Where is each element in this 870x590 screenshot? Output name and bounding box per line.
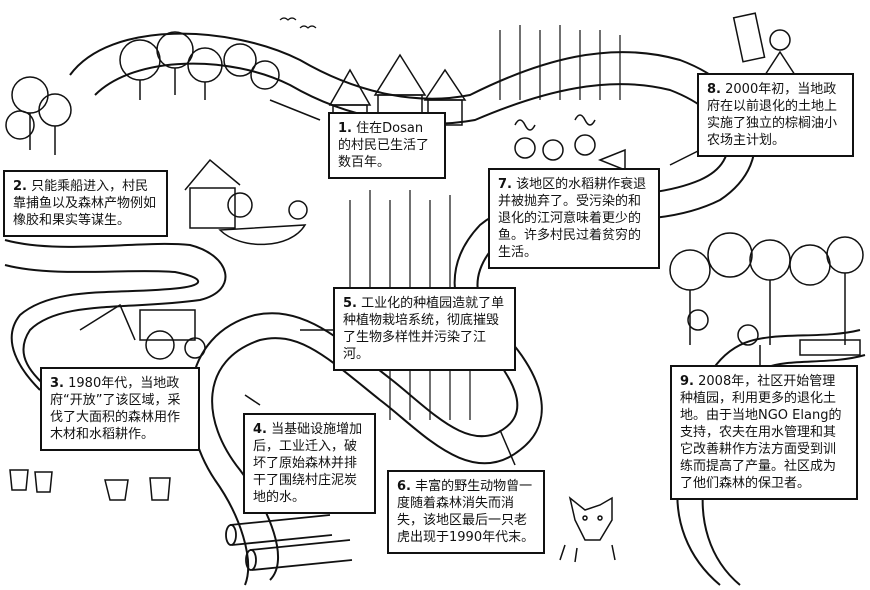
caption-number: 8. <box>707 82 721 97</box>
caption-text: 住在Dosan的村民已生活了数百年。 <box>338 121 430 170</box>
caption-text: 只能乘船进入，村民靠捕鱼以及森林产物例如橡胶和果实等谋生。 <box>13 179 157 228</box>
pointer-line <box>669 149 701 166</box>
caption-text: 工业化的种植园造就了单种植物栽培系统，彻底摧毁了生物多样性并污染了江河。 <box>343 296 505 362</box>
caption-number: 1. <box>338 121 352 136</box>
poisoned-fish-icon <box>514 114 626 172</box>
caption-6: 6. 丰富的野生动物曾一度随着森林消失而消失，该地区最后一只老虎出现于1990年… <box>387 470 545 554</box>
river-bank-left <box>4 239 227 401</box>
caption-text: 2000年初，当地政府在以前退化的土地上实施了独立的棕榈油小农场主计划。 <box>707 82 838 148</box>
caption-8: 8. 2000年初，当地政府在以前退化的土地上实施了独立的棕榈油小农场主计划。 <box>697 73 854 157</box>
caption-number: 6. <box>397 479 411 494</box>
caption-1: 1. 住在Dosan的村民已生活了数百年。 <box>328 112 446 179</box>
caption-number: 9. <box>680 374 694 389</box>
villagers-icon <box>687 309 861 356</box>
forest-icon <box>5 31 280 155</box>
logs-icon <box>225 514 353 571</box>
caption-text: 丰富的野生动物曾一度随着森林消失而消失，该地区最后一只老虎出现于1990年代末。 <box>397 479 535 545</box>
palm-plantation-icon <box>669 232 864 345</box>
caption-text: 1980年代，当地政府“开放”了该区域，采伐了大面积的森林用作木材和水稻耕作。 <box>50 376 181 442</box>
pointer-line <box>499 429 516 466</box>
tree-stumps-icon <box>9 469 171 501</box>
caption-text: 当基础设施增加后，工业迁入，破坏了原始森林并排干了围绕村庄泥炭地的水。 <box>253 422 363 505</box>
caption-number: 3. <box>50 376 64 391</box>
caption-3: 3. 1980年代，当地政府“开放”了该区域，采伐了大面积的森林用作木材和水稻耕… <box>40 367 200 451</box>
caption-number: 7. <box>498 177 512 192</box>
caption-7: 7. 该地区的水稻耕作衰退并被抛弃了。受污染的和退化的江河意味着更少的鱼。许多村… <box>488 168 660 269</box>
caption-number: 5. <box>343 296 357 311</box>
caption-4: 4. 当基础设施增加后，工业迁入，破坏了原始森林并排干了围绕村庄泥炭地的水。 <box>243 413 376 514</box>
tractor-icon <box>79 303 206 360</box>
rice-field-icon <box>349 25 621 420</box>
caption-number: 2. <box>13 179 27 194</box>
caption-text: 该地区的水稻耕作衰退并被抛弃了。受污染的和退化的江河意味着更少的鱼。许多村民过着… <box>498 177 647 260</box>
boat-family-icon <box>184 158 308 246</box>
river-bank-left-2 <box>4 264 200 391</box>
pointer-line <box>244 394 261 406</box>
tiger-icon <box>559 496 616 563</box>
official-sign-icon <box>732 12 796 76</box>
caption-2: 2. 只能乘船进入，村民靠捕鱼以及森林产物例如橡胶和果实等谋生。 <box>3 170 168 237</box>
caption-number: 4. <box>253 422 267 437</box>
caption-5: 5. 工业化的种植园造就了单种植物栽培系统，彻底摧毁了生物多样性并污染了江河。 <box>333 287 516 371</box>
caption-9: 9. 2008年，社区开始管理种植园，利用更多的退化土地。由于当地NGO Ela… <box>670 365 858 500</box>
birds-icon <box>279 17 317 29</box>
pointer-line <box>269 99 321 121</box>
caption-text: 2008年，社区开始管理种植园，利用更多的退化土地。由于当地NGO Elang的… <box>680 374 842 491</box>
